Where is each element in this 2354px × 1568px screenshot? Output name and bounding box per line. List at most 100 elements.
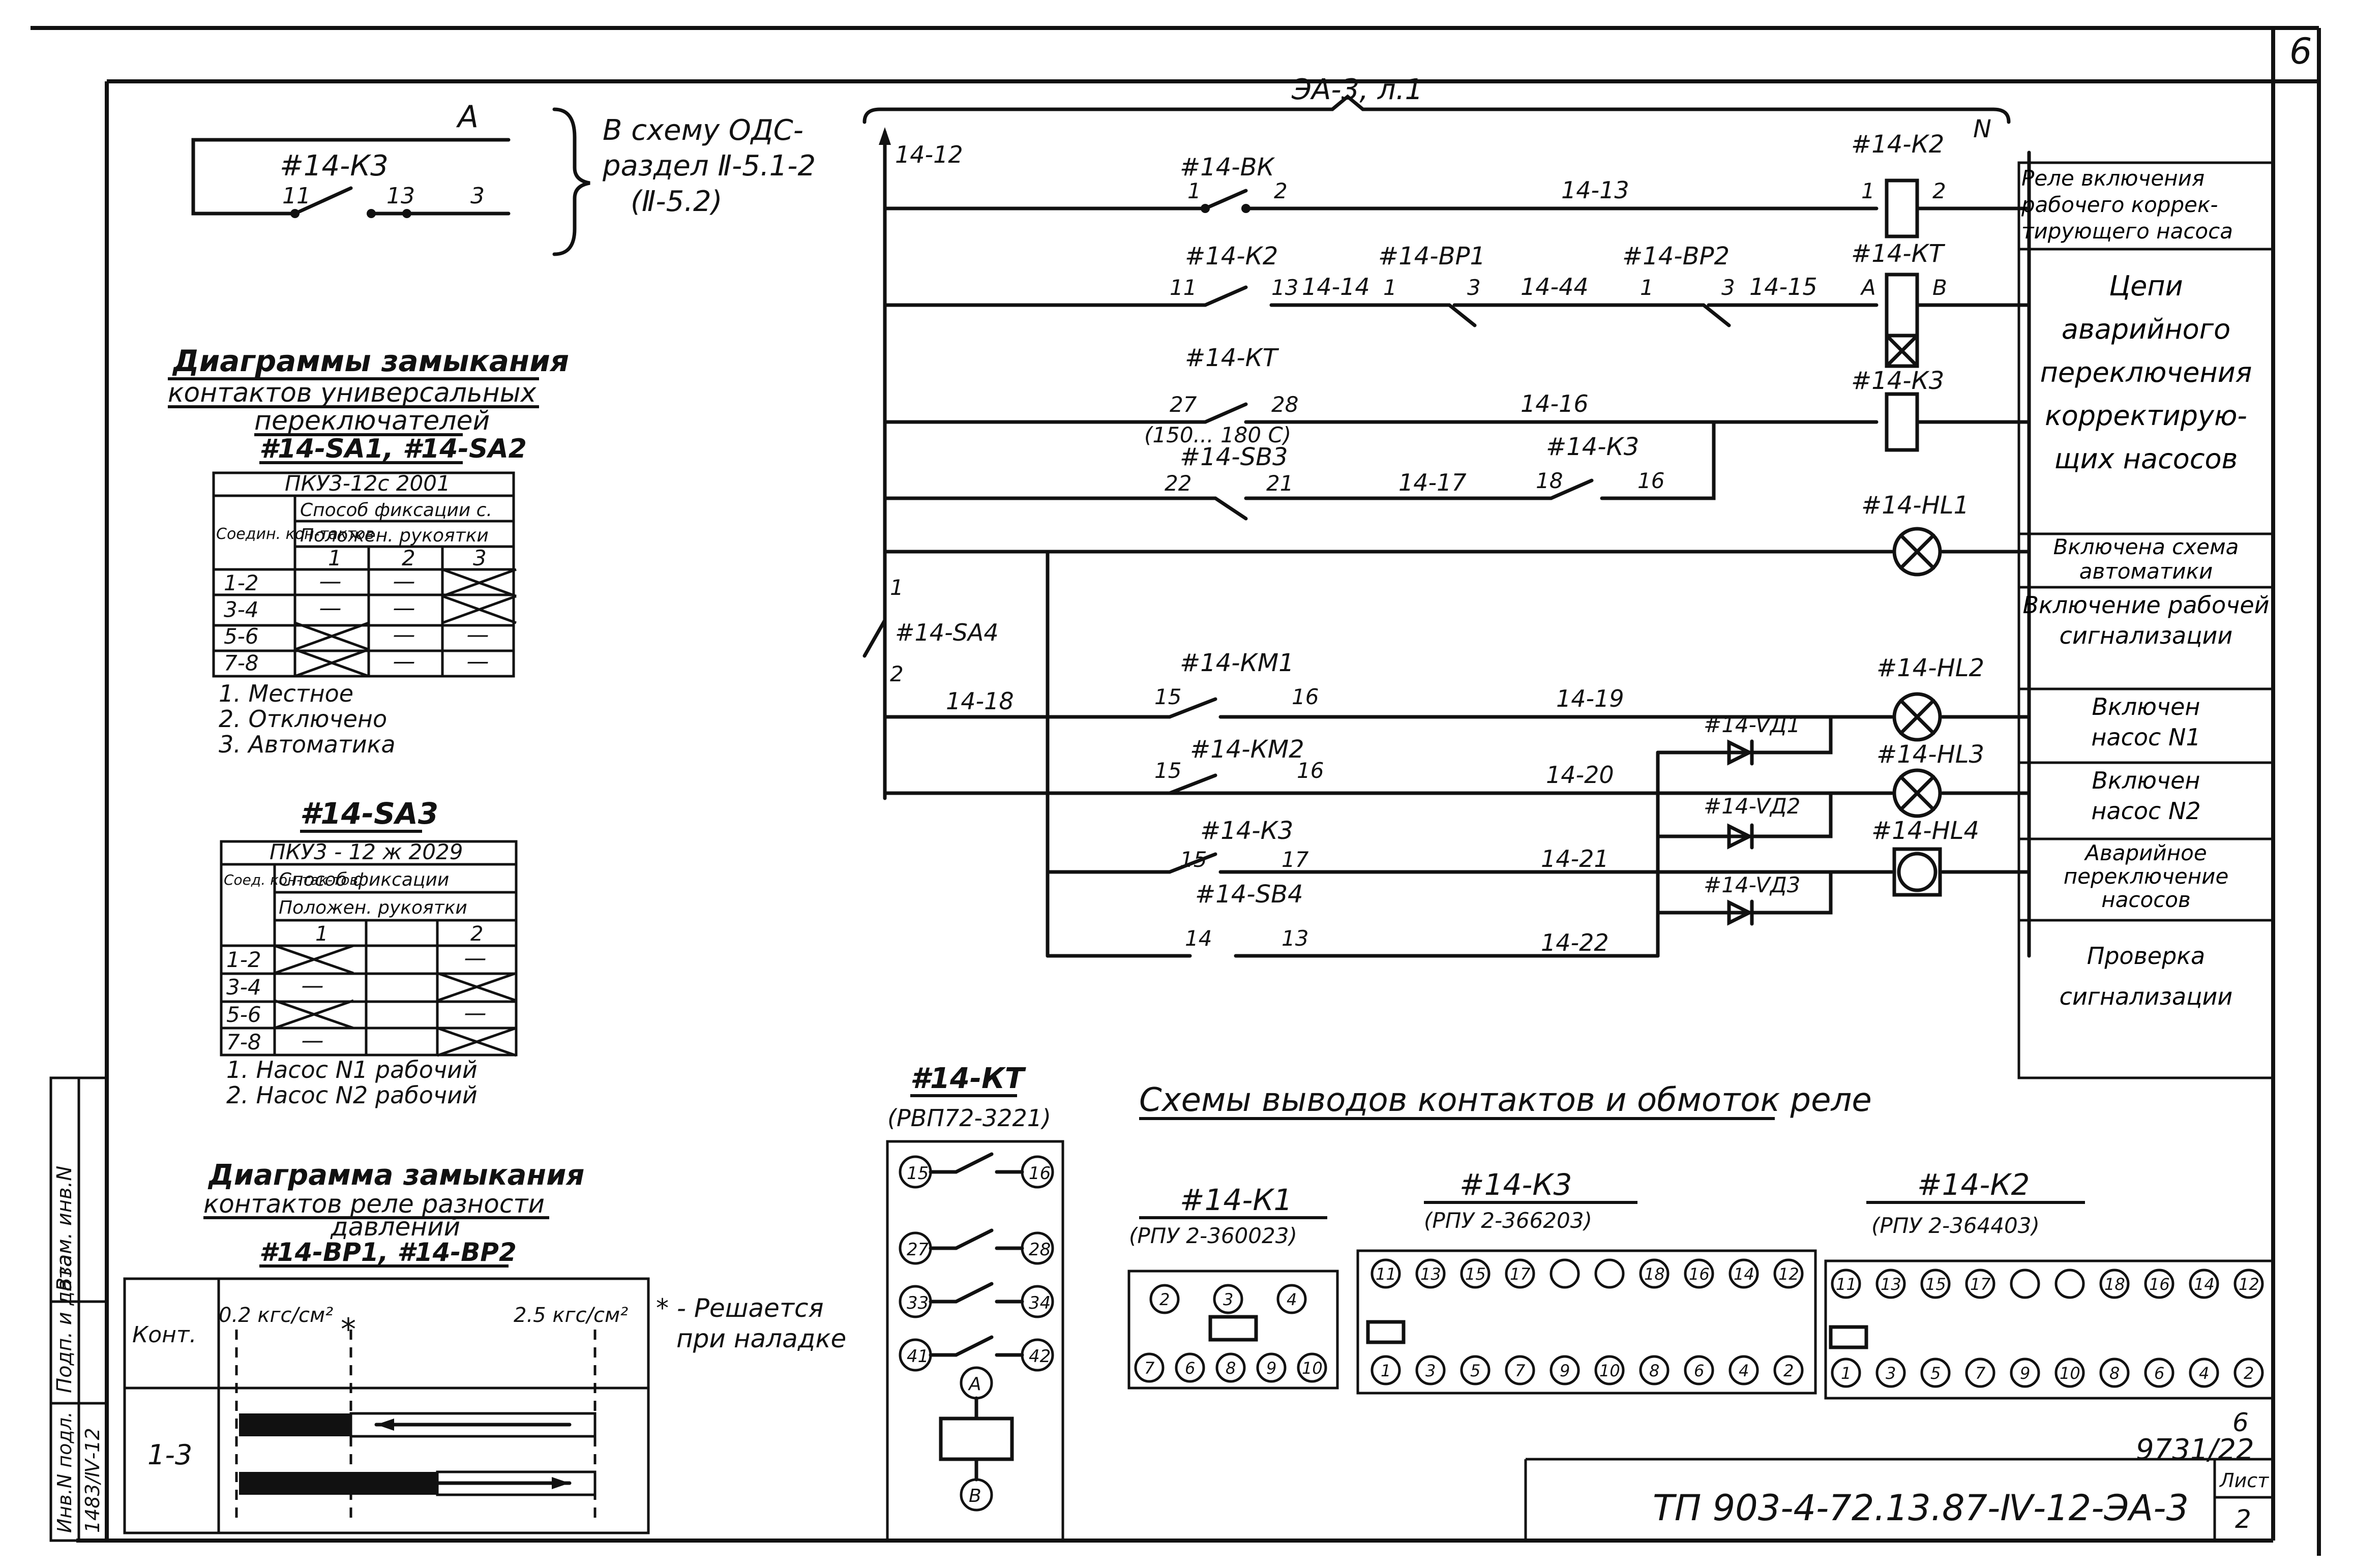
k2-bottom-terminal [2144, 1358, 2174, 1388]
coil-kt-b: В [1932, 275, 1947, 300]
sd1-title-1: Диаграммы замыкания [172, 344, 569, 378]
sd2-row-label: 5-6 [226, 1002, 261, 1027]
k2-top-terminal-label: 12 [2239, 1275, 2259, 1294]
coil-k2-c2: 2 [1932, 178, 1946, 203]
k2-top-terminal-label: 16 [2149, 1275, 2170, 1294]
desc-pump2: Включен насос N2 [2091, 767, 2201, 825]
sd1-rows: 1-2——3-4——5-6——7-8—— [224, 568, 517, 678]
ref-contact-3: 3 [470, 183, 485, 209]
k2-bottom-terminal [1920, 1358, 1951, 1388]
k3-bottom-terminal-label: 6 [1694, 1361, 1704, 1380]
sd1-title-4: #14-SА1, #14-SА2 [259, 434, 527, 464]
k2-model: (РПУ 2-364403) [1871, 1213, 2040, 1238]
k3-bottom-terminal-label: 7 [1515, 1361, 1526, 1380]
sd1-cell-cross [294, 648, 369, 678]
vd1-label: #14-VД1 [1704, 712, 1800, 737]
kt-terminal-label: 42 [1029, 1346, 1051, 1367]
inv-number: 9731/22 [2136, 1433, 2254, 1466]
vd3-label: #14-VД3 [1704, 872, 1800, 897]
kt-contact-blade [954, 1282, 994, 1304]
bp2-c3: 3 [1721, 275, 1735, 300]
k3-bottom-terminal-label: 4 [1739, 1361, 1749, 1380]
km2-label: #14-КМ2 [1190, 735, 1304, 764]
k3-bottom-terminal [1684, 1355, 1714, 1385]
k3-bottom-terminal [1505, 1355, 1535, 1385]
k3-coil [1366, 1320, 1406, 1344]
pd-scale-left: 0.2 кгс/см² [219, 1304, 333, 1327]
kt-coil-label: А [968, 1374, 981, 1395]
sd2-cell-dash: — [464, 945, 487, 971]
sd2-header-pos: Положен. рукоятки [279, 897, 467, 918]
page-number: 6 [2289, 31, 2312, 72]
wire-14-22: 14-22 [1541, 929, 1609, 956]
bk-c1: 1 [1187, 178, 1201, 203]
bk-label: #14-ВК [1180, 153, 1275, 182]
k3a-c18: 18 [1536, 468, 1563, 493]
kt-contact-blade [954, 1152, 994, 1174]
sd1-title-3: переключателей [254, 406, 490, 436]
sd2-cell-dash: — [464, 1000, 487, 1026]
k1-top-terminal-label: 2 [1159, 1290, 1170, 1309]
sd2-legend-2: 2. Насос N2 рабочий [226, 1081, 478, 1109]
sb4-label: #14-SВ4 [1195, 880, 1303, 909]
k2-title: #14-К2 [1917, 1167, 2030, 1202]
kt-terminal-label: 28 [1029, 1240, 1051, 1260]
sb3-c21: 21 [1266, 471, 1293, 496]
sd1-cell-dash: — [319, 568, 342, 594]
k3-top-terminal-label: 15 [1465, 1264, 1486, 1284]
k3-bottom-terminal-label: 1 [1381, 1361, 1391, 1380]
desc-pump1: Включен насос N1 [2091, 693, 2201, 751]
k1-bottom-terminal-label: 10 [1302, 1359, 1323, 1378]
k3-top-terminal [1505, 1258, 1535, 1289]
drawing-code: ТП 903-4-72.13.87-Ⅳ-12-ЭА-3 [1653, 1487, 2189, 1529]
schematic: ЭА-3, л.1 N 14-12 #14-ВК 1 2 14-13 #14-К… [862, 73, 2031, 958]
k2-top-terminal-label: 14 [2194, 1275, 2215, 1294]
sd2-pos-1: 1 [315, 922, 328, 946]
sa4-c1: 1 [890, 575, 904, 600]
k3-bottom-terminal [1773, 1355, 1804, 1385]
k3-bottom-terminal-label: 8 [1649, 1361, 1659, 1380]
vd2-label: #14-VД2 [1704, 794, 1800, 819]
ref-label-a: А [456, 99, 479, 135]
switch-diagram-2: #14-SА3 ПКУ3 - 12 ж 2029 Соед. кон-так-т… [220, 796, 518, 1109]
kt-terminal-label: 15 [907, 1163, 929, 1184]
desc-switchover: Аварийное переключение насосов [2063, 841, 2229, 912]
wire-14-12: 14-12 [895, 141, 963, 168]
stamp-podp-label: Подп. и дата [53, 1255, 76, 1393]
coil-k2-c1: 1 [1861, 178, 1875, 203]
kt-pin-model: (РВП72-3221) [887, 1104, 1051, 1132]
sd1-title-2: контактов универсальных [168, 378, 537, 408]
schematic-header: ЭА-3, л.1 [1291, 73, 1423, 106]
k3b-label: #14-К3 [1200, 817, 1293, 845]
sd2-pos-3: 2 [470, 922, 483, 946]
wire-14-17: 14-17 [1398, 469, 1467, 496]
ref-relay: #14-К3 [280, 149, 389, 183]
k3a-c16: 16 [1637, 468, 1664, 493]
k3-bottom-terminal [1460, 1355, 1491, 1385]
k2-top-terminal [2099, 1269, 2130, 1299]
sd1-row-label: 5-6 [224, 624, 259, 649]
k3-bottom-terminal-label: 3 [1425, 1361, 1436, 1380]
sb3-c22: 22 [1165, 471, 1191, 496]
sd2-cell-dash: — [302, 1028, 324, 1053]
k3-top-terminal-label: 17 [1510, 1264, 1531, 1284]
km2-c16: 16 [1297, 758, 1324, 783]
k3-model: (РПУ 2-366203) [1424, 1208, 1592, 1233]
kt-range: (150... 180 С) [1144, 423, 1291, 447]
pd-title-2: контактов реле разности [203, 1189, 545, 1219]
k2-bottom-terminal [2099, 1358, 2130, 1388]
description-column: Реле включения рабочего коррек-тирующего… [2017, 161, 2275, 1079]
k1-bottom-terminal [1256, 1352, 1287, 1383]
wire-14-21: 14-21 [1541, 845, 1609, 872]
k3-bottom-terminal-label: 2 [1783, 1361, 1794, 1380]
k2-bottom-terminal-label: 4 [2199, 1364, 2209, 1383]
k3-top-terminal [1684, 1258, 1714, 1289]
k2-top-terminal [2054, 1269, 2085, 1299]
sd1-cell-cross [442, 568, 517, 597]
k2-coil [1829, 1325, 1868, 1349]
bp1-c1: 1 [1383, 275, 1397, 300]
k2-top-terminal-label: 13 [1881, 1275, 1901, 1294]
